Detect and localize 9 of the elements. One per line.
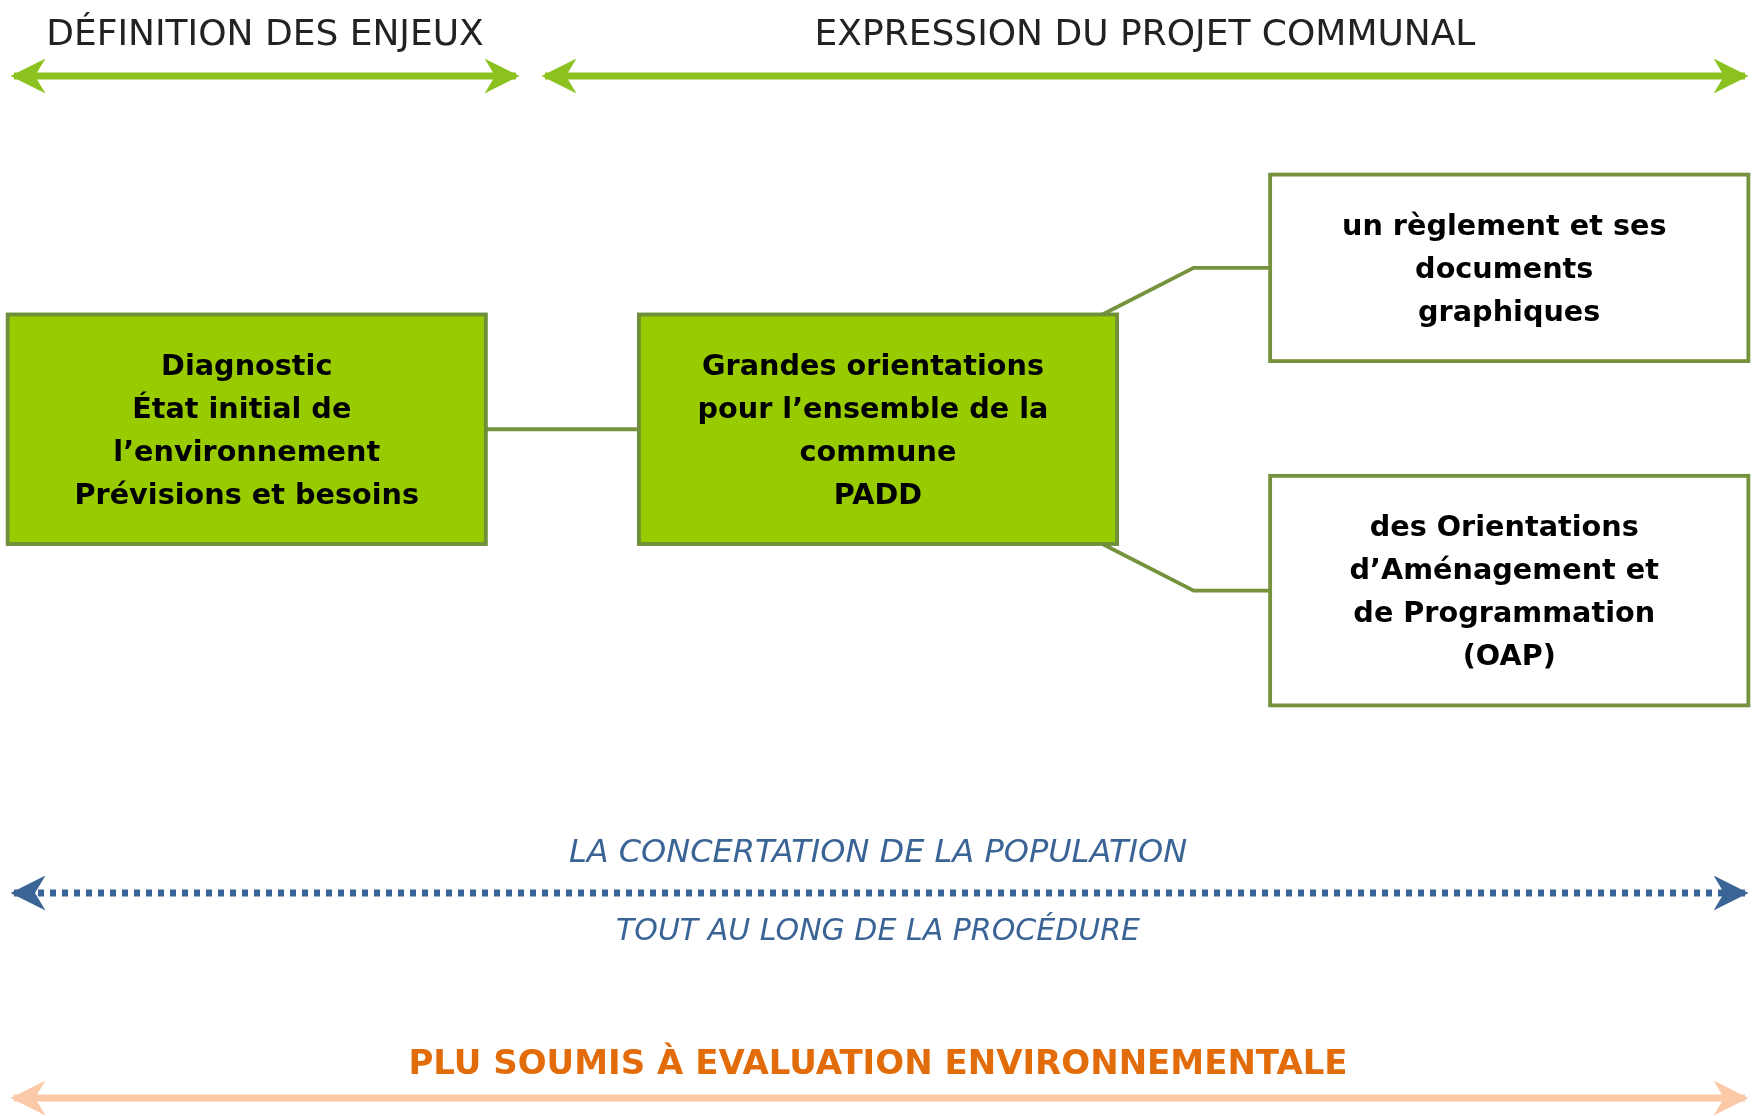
phase-label: DÉFINITION DES ENJEUX — [45, 12, 485, 53]
node-box: un règlement et ses documents graphiques — [1268, 172, 1751, 363]
phase-label: EXPRESSION DU PROJET COMMUNAL — [813, 12, 1477, 53]
node-box: Diagnostic État initial de l’environnement Prévisions et besoins — [5, 312, 488, 546]
node-box: des Orientations d’Aménagement et de Programmation (OAP) — [1268, 473, 1751, 708]
node-box: Grandes orientations pour l’ensemble de la commune PADD — [636, 312, 1120, 546]
phase-label: TOUT AU LONG DE LA PROCÉDURE — [614, 912, 1142, 947]
phase-label: LA CONCERTATION DE LA POPULATION — [567, 832, 1189, 870]
phase-label: PLU SOUMIS À EVALUATION ENVIRONNEMENTALE — [407, 1042, 1349, 1082]
